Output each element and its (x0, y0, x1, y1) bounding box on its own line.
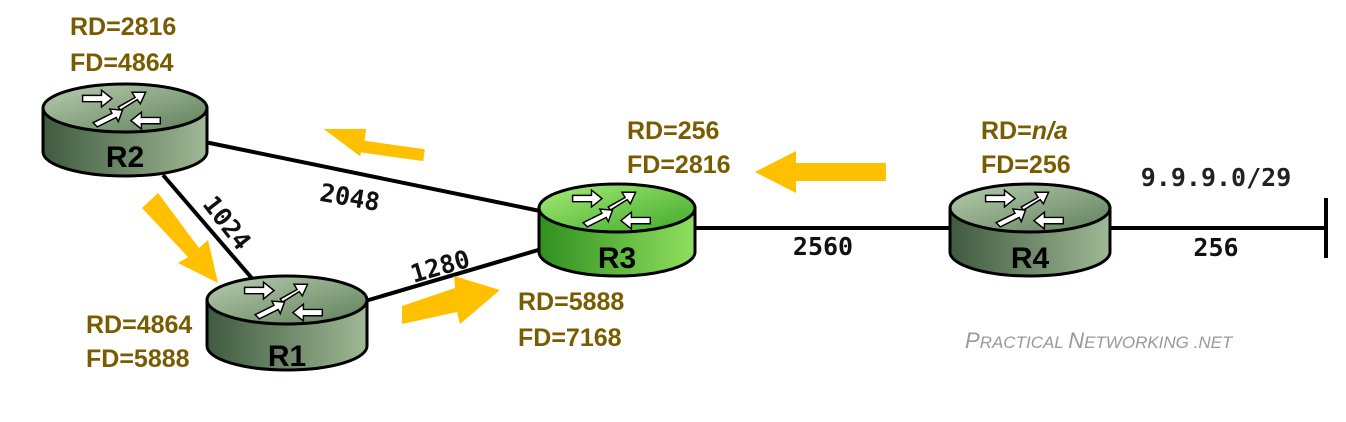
r4-rd: RD=n/a (981, 117, 1068, 145)
r4-rd-prefix: RD= (981, 117, 1032, 145)
router-r2-label: R2 (106, 141, 144, 174)
brand-n-cap: N (1068, 328, 1084, 353)
link-r2-r1 (161, 173, 264, 292)
router-r4[interactable]: R4 (948, 182, 1112, 278)
r2-rd: RD=2816 (70, 13, 176, 41)
router-r4-label: R4 (1011, 242, 1050, 275)
r3-fd-top: FD=2816 (627, 151, 731, 179)
router-r3[interactable]: R3 (537, 182, 697, 278)
router-r1[interactable]: R1 (205, 274, 369, 373)
r3-rd-top: RD=256 (627, 117, 719, 145)
arrow-r1-to-r3-icon (402, 276, 500, 324)
brand-p-cap: P (965, 328, 980, 353)
arrow-r2-to-r1-icon (142, 193, 218, 283)
subnet-label: 9.9.9.0/29 (1141, 163, 1292, 192)
r1-fd: FD=5888 (86, 345, 190, 373)
link-r1-r3 (361, 246, 546, 304)
link-r2-r3 (194, 138, 546, 214)
cost-r4-net: 256 (1193, 233, 1238, 262)
brand-watermark: PRACTICAL NETWORKING .NET (965, 328, 1234, 353)
router-r1-label: R1 (268, 340, 306, 373)
brand-suffix: .NET (1194, 333, 1234, 352)
r2-fd: FD=4864 (70, 49, 174, 77)
brand-p-rest: RACTICAL (980, 333, 1064, 352)
brand-n-rest: ETWORKING (1084, 333, 1189, 352)
cost-r2-r3: 2048 (318, 178, 382, 217)
router-r3-label: R3 (598, 242, 636, 275)
update-arrows (142, 128, 886, 324)
links (161, 138, 1328, 304)
r4-rd-value: n/a (1032, 117, 1068, 145)
r3-fd-bottom: FD=7168 (518, 324, 622, 352)
arrow-r4-to-r3-icon (755, 151, 886, 193)
r1-rd: RD=4864 (86, 311, 192, 339)
r3-rd-bottom: RD=5888 (518, 288, 624, 316)
r4-fd: FD=256 (981, 151, 1071, 179)
arrow-r3-to-r2-icon (323, 128, 425, 162)
cost-r3-r4: 2560 (793, 232, 853, 261)
router-r2[interactable]: R2 (41, 82, 209, 178)
